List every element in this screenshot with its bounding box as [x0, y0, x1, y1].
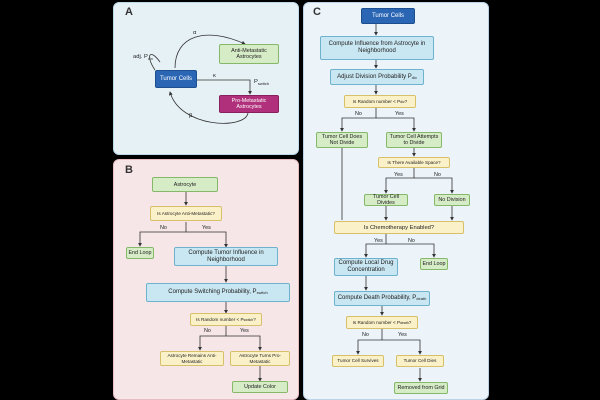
is-anti-metastatic-decision: Is Astrocyte Anti-Metastatic?: [150, 206, 222, 221]
no-label: No: [355, 111, 362, 117]
update-color-node: Update Color: [232, 381, 288, 393]
end-loop-node: End Loop: [126, 247, 154, 259]
alpha-label: α: [193, 30, 197, 36]
attempts-divide-node: Tumor Cell Attempts to Divide: [386, 132, 442, 148]
no-label: No: [434, 172, 441, 178]
anti-metastatic-node: Anti-Metastatic Astrocytes: [219, 44, 279, 64]
yes-label: Yes: [398, 332, 407, 338]
no-label: No: [204, 328, 211, 334]
kappa-label: κ: [213, 73, 216, 79]
compute-tumor-influence-node: Compute Tumor Influence in Neighborhood: [174, 247, 278, 266]
panel-a-label: A: [125, 6, 133, 18]
astrocyte-turns-node: Astrocyte Turns Pro-Metastatic: [230, 351, 290, 366]
yes-label: Yes: [394, 172, 403, 178]
tumor-cells-node: Tumor Cells: [155, 70, 197, 88]
no-division-node: No Division: [434, 194, 470, 206]
no-label: No: [160, 225, 167, 231]
cell-divides-node: Tumor Cell Divides: [364, 194, 408, 206]
does-not-divide-node: Tumor Cell Does Not Divide: [316, 132, 368, 148]
tumor-cells-node: Tumor Cells: [361, 8, 415, 24]
end-loop-node: End Loop: [420, 258, 448, 270]
adj-pdiv-label: adj. Pdiv: [133, 54, 153, 62]
cell-dies-node: Tumor Cell Dies: [396, 355, 444, 367]
removed-from-grid-node: Removed from Grid: [394, 382, 448, 394]
yes-label: Yes: [202, 225, 211, 231]
yes-label: Yes: [240, 328, 249, 334]
no-label: No: [408, 238, 415, 244]
available-space-decision: Is There Available Space?: [378, 157, 450, 168]
cell-survives-node: Tumor Cell Survives: [332, 355, 384, 367]
yes-label: Yes: [395, 111, 404, 117]
beta-label: β: [189, 113, 193, 119]
yes-label: Yes: [374, 238, 383, 244]
chemotherapy-decision: Is Chemotherapy Enabled?: [334, 221, 464, 234]
pro-metastatic-node: Pro-Metastatic Astrocytes: [219, 95, 279, 113]
astrocyte-node: Astrocyte: [152, 177, 218, 192]
astrocyte-remains-node: Astrocyte Remains Anti-Metastatic: [160, 351, 224, 366]
no-label: No: [362, 332, 369, 338]
panel-a: [113, 2, 299, 155]
panel-c-label: C: [313, 6, 321, 18]
pswitch-label: Pswitch: [254, 79, 269, 87]
drug-concentration-node: Compute Local Drug Concentration: [334, 258, 398, 276]
compute-influence-node: Compute Influence from Astrocyte in Neig…: [320, 36, 434, 60]
panel-b-label: B: [125, 164, 133, 176]
